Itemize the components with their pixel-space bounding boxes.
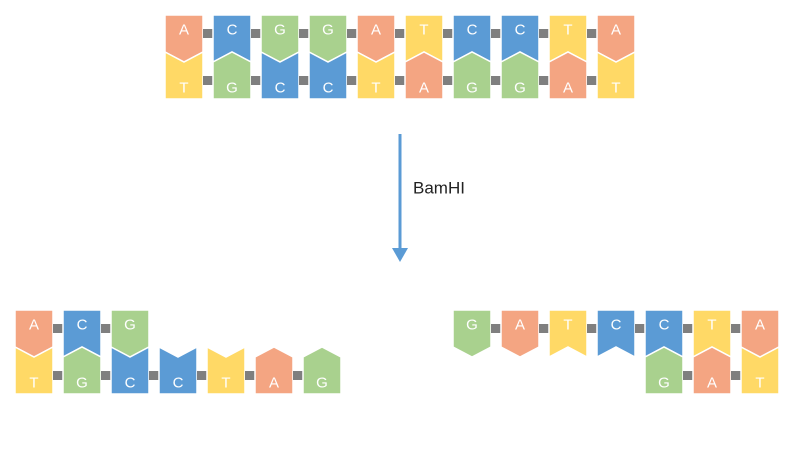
backbone-linker	[683, 371, 693, 380]
top-upper-base-label: G	[322, 22, 334, 39]
backbone-linker	[539, 29, 549, 38]
backbone-linker	[245, 371, 255, 380]
backbone-linker	[731, 371, 741, 380]
top-lower-base-label: T	[179, 80, 188, 97]
left-lower-base-label: T	[221, 375, 230, 392]
right-upper-base-label: G	[466, 317, 478, 334]
base-tile-T	[164, 50, 204, 100]
backbone-linker	[53, 324, 63, 333]
base-tile-T	[356, 50, 396, 100]
base-tile-T	[206, 345, 246, 395]
base-tile-T	[14, 345, 54, 395]
arrow-head	[392, 248, 408, 262]
left-dna-fragment: A C G T G C C T A G	[14, 309, 342, 395]
backbone-linker	[299, 29, 309, 38]
top-lower-base-label: A	[419, 80, 429, 97]
top-upper-base-label: C	[515, 22, 526, 39]
backbone-linker	[683, 324, 693, 333]
top-upper-base-label: A	[179, 22, 189, 39]
backbone-linker	[197, 371, 207, 380]
top-upper-base-label: A	[611, 22, 621, 39]
right-upper-base-label: C	[659, 317, 670, 334]
backbone-linker	[395, 76, 405, 85]
top-lower-base-label: T	[611, 80, 620, 97]
top-lower-base-label: A	[563, 80, 573, 97]
backbone-linker	[443, 29, 453, 38]
backbone-linker	[491, 76, 501, 85]
top-upper-base-label: A	[371, 22, 381, 39]
backbone-linker	[293, 371, 303, 380]
top-upper-base-label: C	[227, 22, 238, 39]
right-lower-base-label: T	[755, 375, 764, 392]
top-upper-base-label: T	[419, 22, 428, 39]
top-upper-base-label: G	[274, 22, 286, 39]
base-tile-G	[452, 309, 492, 358]
left-lower-base-label: C	[173, 375, 184, 392]
base-tile-G	[302, 346, 342, 395]
backbone-linker	[53, 371, 63, 380]
right-dna-fragment: G A T C C T A G A T	[452, 309, 780, 395]
backbone-linker	[491, 29, 501, 38]
base-tile-C	[260, 50, 300, 100]
right-upper-base-label: C	[611, 317, 622, 334]
backbone-linker	[587, 324, 597, 333]
backbone-linker	[395, 29, 405, 38]
backbone-linker	[203, 29, 213, 38]
backbone-linker	[587, 76, 597, 85]
backbone-linker	[101, 371, 111, 380]
base-tile-C	[308, 50, 348, 100]
base-tile-A	[500, 309, 540, 358]
backbone-linker	[443, 76, 453, 85]
intact-dna-double-strand: A C G G A T C C T A T G C C T A G G A T	[164, 14, 636, 100]
top-lower-base-label: C	[275, 80, 286, 97]
left-upper-base-label: C	[77, 317, 88, 334]
top-lower-base-label: G	[466, 80, 478, 97]
right-lower-base-label: A	[707, 375, 717, 392]
top-lower-base-label: G	[514, 80, 526, 97]
top-lower-base-label: C	[323, 80, 334, 97]
backbone-linker	[299, 76, 309, 85]
left-lower-base-label: T	[29, 375, 38, 392]
left-lower-base-label: A	[269, 375, 279, 392]
backbone-linker	[347, 76, 357, 85]
backbone-linker	[101, 324, 111, 333]
backbone-linker	[203, 76, 213, 85]
right-upper-base-label: A	[515, 317, 525, 334]
top-lower-base-label: T	[371, 80, 380, 97]
top-upper-base-label: T	[563, 22, 572, 39]
right-upper-base-label: T	[707, 317, 716, 334]
backbone-linker	[635, 324, 645, 333]
left-lower-base-label: G	[76, 375, 88, 392]
enzyme-label: BamHI	[413, 179, 465, 198]
base-tile-T	[740, 345, 780, 395]
left-lower-base-label: C	[125, 375, 136, 392]
backbone-linker	[539, 324, 549, 333]
base-tile-T	[596, 50, 636, 100]
right-upper-base-label: A	[755, 317, 765, 334]
backbone-linker	[251, 29, 261, 38]
base-tile-T	[548, 309, 588, 359]
backbone-linker	[149, 371, 159, 380]
right-upper-base-label: T	[563, 317, 572, 334]
backbone-linker	[251, 76, 261, 85]
left-lower-base-label: G	[316, 375, 328, 392]
top-upper-base-label: C	[467, 22, 478, 39]
digest-arrow	[392, 134, 408, 262]
right-lower-base-label: G	[658, 375, 670, 392]
backbone-linker	[347, 29, 357, 38]
base-tile-C	[158, 345, 198, 395]
base-tile-C	[110, 345, 150, 395]
backbone-linker	[491, 324, 501, 333]
base-tile-C	[596, 309, 636, 359]
backbone-linker	[539, 76, 549, 85]
top-lower-base-label: G	[226, 80, 238, 97]
backbone-linker	[731, 324, 741, 333]
left-upper-base-label: A	[29, 317, 39, 334]
backbone-linker	[587, 29, 597, 38]
left-upper-base-label: G	[124, 317, 136, 334]
